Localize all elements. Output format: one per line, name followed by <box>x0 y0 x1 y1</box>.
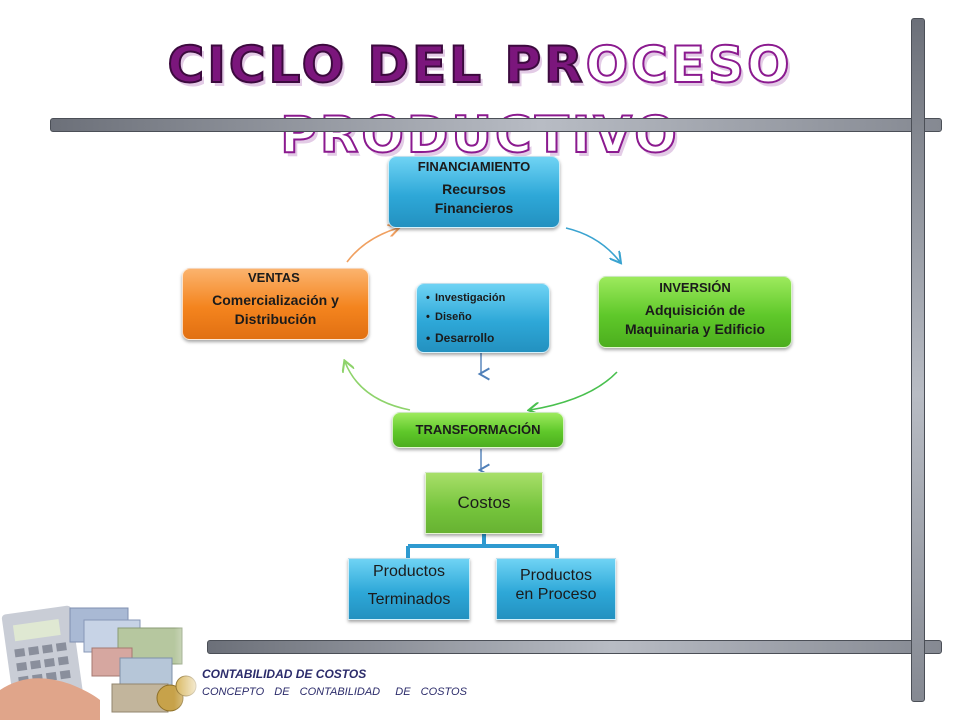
inversion-heading: INVERSIÓN <box>659 280 731 295</box>
title-part-light: OCESO PRODUCTIVO <box>279 35 793 165</box>
terminados-line2: Terminados <box>367 591 451 608</box>
top-divider-bar <box>50 118 942 132</box>
center-item-1: Investigación <box>423 292 505 304</box>
inversion-line1: Adquisición de <box>644 302 746 318</box>
proceso-line1: Productos <box>519 567 593 584</box>
node-inversion: INVERSIÓN Adquisición de Maquinaria y Ed… <box>598 276 792 348</box>
proceso-line2: en Proceso <box>515 586 597 603</box>
center-item-2: Diseño <box>423 311 472 323</box>
ventas-line1: Comercialización y <box>212 292 339 308</box>
arrow-financiamiento-inversion <box>565 227 620 262</box>
transformacion-heading: TRANSFORMACIÓN <box>415 422 541 437</box>
ventas-heading: VENTAS <box>248 270 300 285</box>
node-productos-proceso: Productos en Proceso <box>496 558 616 620</box>
node-ventas: VENTAS Comercialización y Distribución <box>182 268 369 340</box>
ventas-line2: Distribución <box>234 311 317 327</box>
financiamiento-line2: Financieros <box>434 200 514 216</box>
title-part-dark: CICLO DEL PR <box>167 35 586 95</box>
costos-label: Costos <box>457 493 511 512</box>
footer-subtitle: CONCEPTO DE CONTABILIDAD DE COSTOS <box>202 686 467 698</box>
arrow-inversion-transformacion <box>530 371 618 410</box>
arrow-transformacion-ventas <box>345 362 411 411</box>
node-idd: Investigación Diseño Desarrollo <box>416 283 550 353</box>
right-frame-bar <box>911 18 925 702</box>
financiamiento-line1: Recursos <box>442 181 506 197</box>
footer-course-title: CONTABILIDAD DE COSTOS <box>202 667 367 681</box>
money-calculator-picture <box>0 600 205 720</box>
center-item-3: Desarrollo <box>423 331 494 345</box>
financiamiento-heading: FINANCIAMIENTO <box>417 159 531 174</box>
tree-connector <box>406 533 559 560</box>
node-productos-terminados: Productos Terminados <box>348 558 470 620</box>
inversion-line2: Maquinaria y Edificio <box>624 321 766 337</box>
node-transformacion: TRANSFORMACIÓN <box>392 412 564 448</box>
arrow-ventas-financiamiento <box>346 228 398 263</box>
node-costos: Costos <box>425 472 543 534</box>
terminados-line1: Productos <box>372 563 446 580</box>
page-title: CICLO DEL PROCESO PRODUCTIVO <box>0 30 960 170</box>
node-financiamiento: FINANCIAMIENTO Recursos Financieros <box>388 156 560 228</box>
bottom-divider-bar <box>207 640 942 654</box>
